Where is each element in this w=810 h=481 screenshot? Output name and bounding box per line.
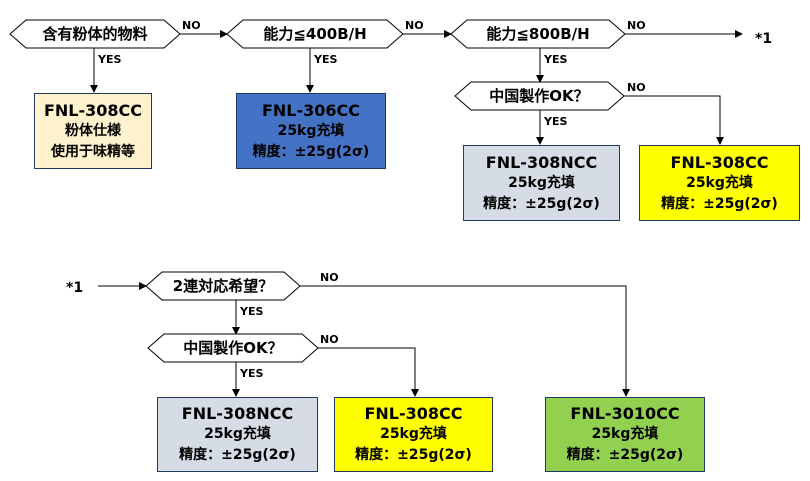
result-accuracy: 精度：±25g(2σ) — [179, 447, 296, 463]
decision-text-d4: 中国製作OK？ — [489, 87, 588, 105]
result-box-r1: FNL-308CC 粉体仕様 使用于味精等 — [34, 93, 152, 169]
result-box-r2: FNL-306CC 25kg充填 精度：±25g(2σ) — [236, 93, 386, 169]
result-spec: 25kg充填 — [380, 426, 447, 442]
result-spec: 25kg充填 — [508, 174, 575, 191]
edge-d5-r7-no — [300, 285, 630, 397]
label-no-d3: NO — [627, 19, 646, 32]
label-no-d6: NO — [320, 333, 339, 346]
result-model: FNL-308CC — [364, 404, 463, 423]
result-accuracy: 精度：±25g(2σ) — [483, 195, 600, 212]
connector-ref-out: *1 — [755, 31, 772, 47]
label-yes-d3: YES — [543, 53, 567, 66]
decision-shape-d2 — [226, 19, 404, 49]
result-spec: 25kg充填 — [204, 426, 271, 442]
result-spec: 25kg充填 — [277, 122, 345, 139]
result-accuracy: 精度：±25g(2σ) — [661, 195, 778, 212]
label-yes-d4: YES — [543, 115, 567, 128]
result-model: FNL-308CC — [670, 152, 769, 172]
result-spec: 25kg充填 — [591, 426, 659, 442]
result-box-r7: FNL-3010CC 25kg充填 精度：±25g(2σ) — [545, 397, 705, 472]
label-no-d4: NO — [627, 81, 646, 94]
label-no-d2: NO — [405, 19, 424, 32]
label-yes-d6: YES — [239, 367, 263, 380]
result-model: FNL-308CC — [43, 100, 143, 120]
decision-shape-d5 — [145, 271, 301, 301]
decision-shape-d6 — [147, 333, 319, 363]
label-no-d1: NO — [182, 19, 201, 32]
result-spec: 25kg充填 — [686, 174, 753, 191]
result-accuracy: 使用于味精等 — [51, 143, 135, 160]
decision-text-d1: 含有粉体的物料 — [42, 25, 147, 43]
decision-text-d3: 能力≦800B/H — [486, 25, 589, 43]
decision-text-d2: 能力≦400B/H — [263, 25, 366, 43]
connector-ref-in: *1 — [66, 280, 83, 296]
result-accuracy: 精度：±25g(2σ) — [252, 143, 370, 160]
result-box-r4: FNL-308CC 25kg充填 精度：±25g(2σ) — [639, 145, 800, 221]
label-no-d5: NO — [320, 271, 339, 284]
edge-d4-r4-no — [624, 95, 724, 145]
decision-shape-d3 — [450, 19, 626, 49]
edge-d6-r6-no — [318, 347, 419, 397]
result-box-r5: FNL-308NCC 25kg充填 精度：±25g(2σ) — [157, 397, 318, 472]
decision-shape-d4 — [454, 81, 625, 111]
label-yes-d5: YES — [239, 305, 263, 318]
decision-text-d6: 中国製作OK？ — [183, 339, 282, 357]
result-accuracy: 精度：±25g(2σ) — [566, 447, 684, 463]
result-model: FNL-306CC — [261, 100, 361, 120]
result-model: FNL-308NCC — [181, 404, 294, 423]
result-box-r6: FNL-308CC 25kg充填 精度：±25g(2σ) — [334, 397, 493, 472]
result-box-r3: FNL-308NCC 25kg充填 精度：±25g(2σ) — [463, 145, 620, 221]
label-yes-d2: YES — [313, 53, 337, 66]
decision-text-d5: 2連対応希望？ — [173, 277, 273, 295]
decision-shape-d1 — [9, 19, 181, 49]
result-spec: 粉体仕様 — [65, 122, 121, 139]
result-model: FNL-308NCC — [485, 152, 598, 172]
label-yes-d1: YES — [97, 53, 121, 66]
result-accuracy: 精度：±25g(2σ) — [355, 447, 472, 463]
result-model: FNL-3010CC — [570, 404, 680, 423]
